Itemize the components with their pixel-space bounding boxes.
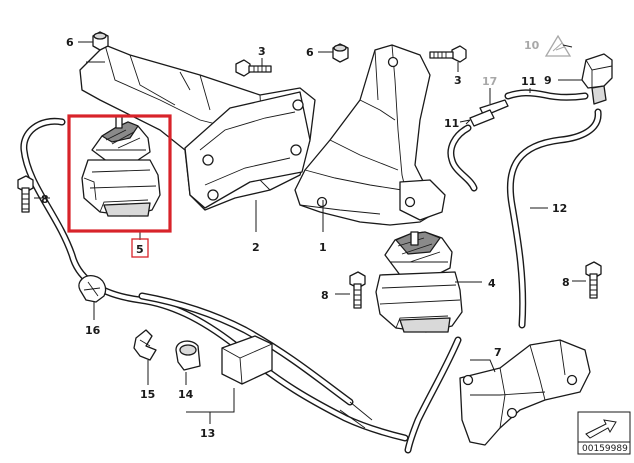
callout-2: 2 [252, 241, 260, 254]
callout-9: 9 [544, 74, 552, 87]
highlight-box-part-5 [67, 114, 172, 233]
bracket-part-7 [459, 339, 591, 446]
junction-block-part-13 [221, 335, 273, 385]
callout-17: 17 [482, 75, 497, 88]
callout-3-left: 3 [258, 45, 266, 58]
callout-13: 13 [200, 427, 215, 440]
bolt-part-8-center [349, 271, 366, 309]
warning-label-part-10 [544, 34, 572, 57]
callout-3-center: 3 [454, 74, 462, 87]
callout-8-left: 8 [41, 193, 49, 206]
arrow-icon [585, 419, 617, 439]
bolt-part-3-center [429, 45, 467, 63]
clip-part-15 [133, 329, 157, 361]
engine-mount-part-4 [375, 231, 463, 333]
callout-6-center: 6 [306, 46, 314, 59]
nut-part-6-left [92, 31, 109, 51]
hose-line-12 [506, 108, 602, 329]
clamp-part-14 [175, 340, 201, 371]
bracket-part-1 [294, 44, 446, 226]
callout-15: 15 [140, 388, 155, 401]
bolt-part-8-left [17, 175, 34, 213]
hose-line-13 [20, 117, 462, 454]
callout-11-top: 11 [521, 75, 536, 88]
callout-5: 5 [136, 243, 144, 256]
callout-6-left: 6 [66, 36, 74, 49]
bolt-part-8-right [585, 261, 602, 299]
callout-10: 10 [524, 39, 540, 52]
clip-part-16 [78, 275, 107, 303]
engine-mount-part-5 [81, 115, 161, 217]
highlight-label-box-part-5 [131, 238, 149, 258]
callout-11-mid: 11 [444, 117, 459, 130]
valve-part-9 [581, 53, 613, 105]
callout-16: 16 [85, 324, 101, 337]
document-number-box: 00159989 [577, 411, 631, 455]
callout-7: 7 [494, 346, 502, 359]
callout-14: 14 [178, 388, 194, 401]
document-number: 00159989 [582, 444, 628, 454]
callout-8-center: 8 [321, 289, 329, 302]
callout-4: 4 [488, 277, 496, 290]
callout-8-right: 8 [562, 276, 570, 289]
callout-1: 1 [319, 241, 327, 254]
callout-12: 12 [552, 202, 567, 215]
connector-part-17 [465, 99, 509, 127]
hose-line-11 [447, 89, 589, 192]
leader-lines [34, 41, 586, 424]
nut-part-6-center [332, 43, 349, 63]
bolt-part-3-left [235, 59, 272, 77]
